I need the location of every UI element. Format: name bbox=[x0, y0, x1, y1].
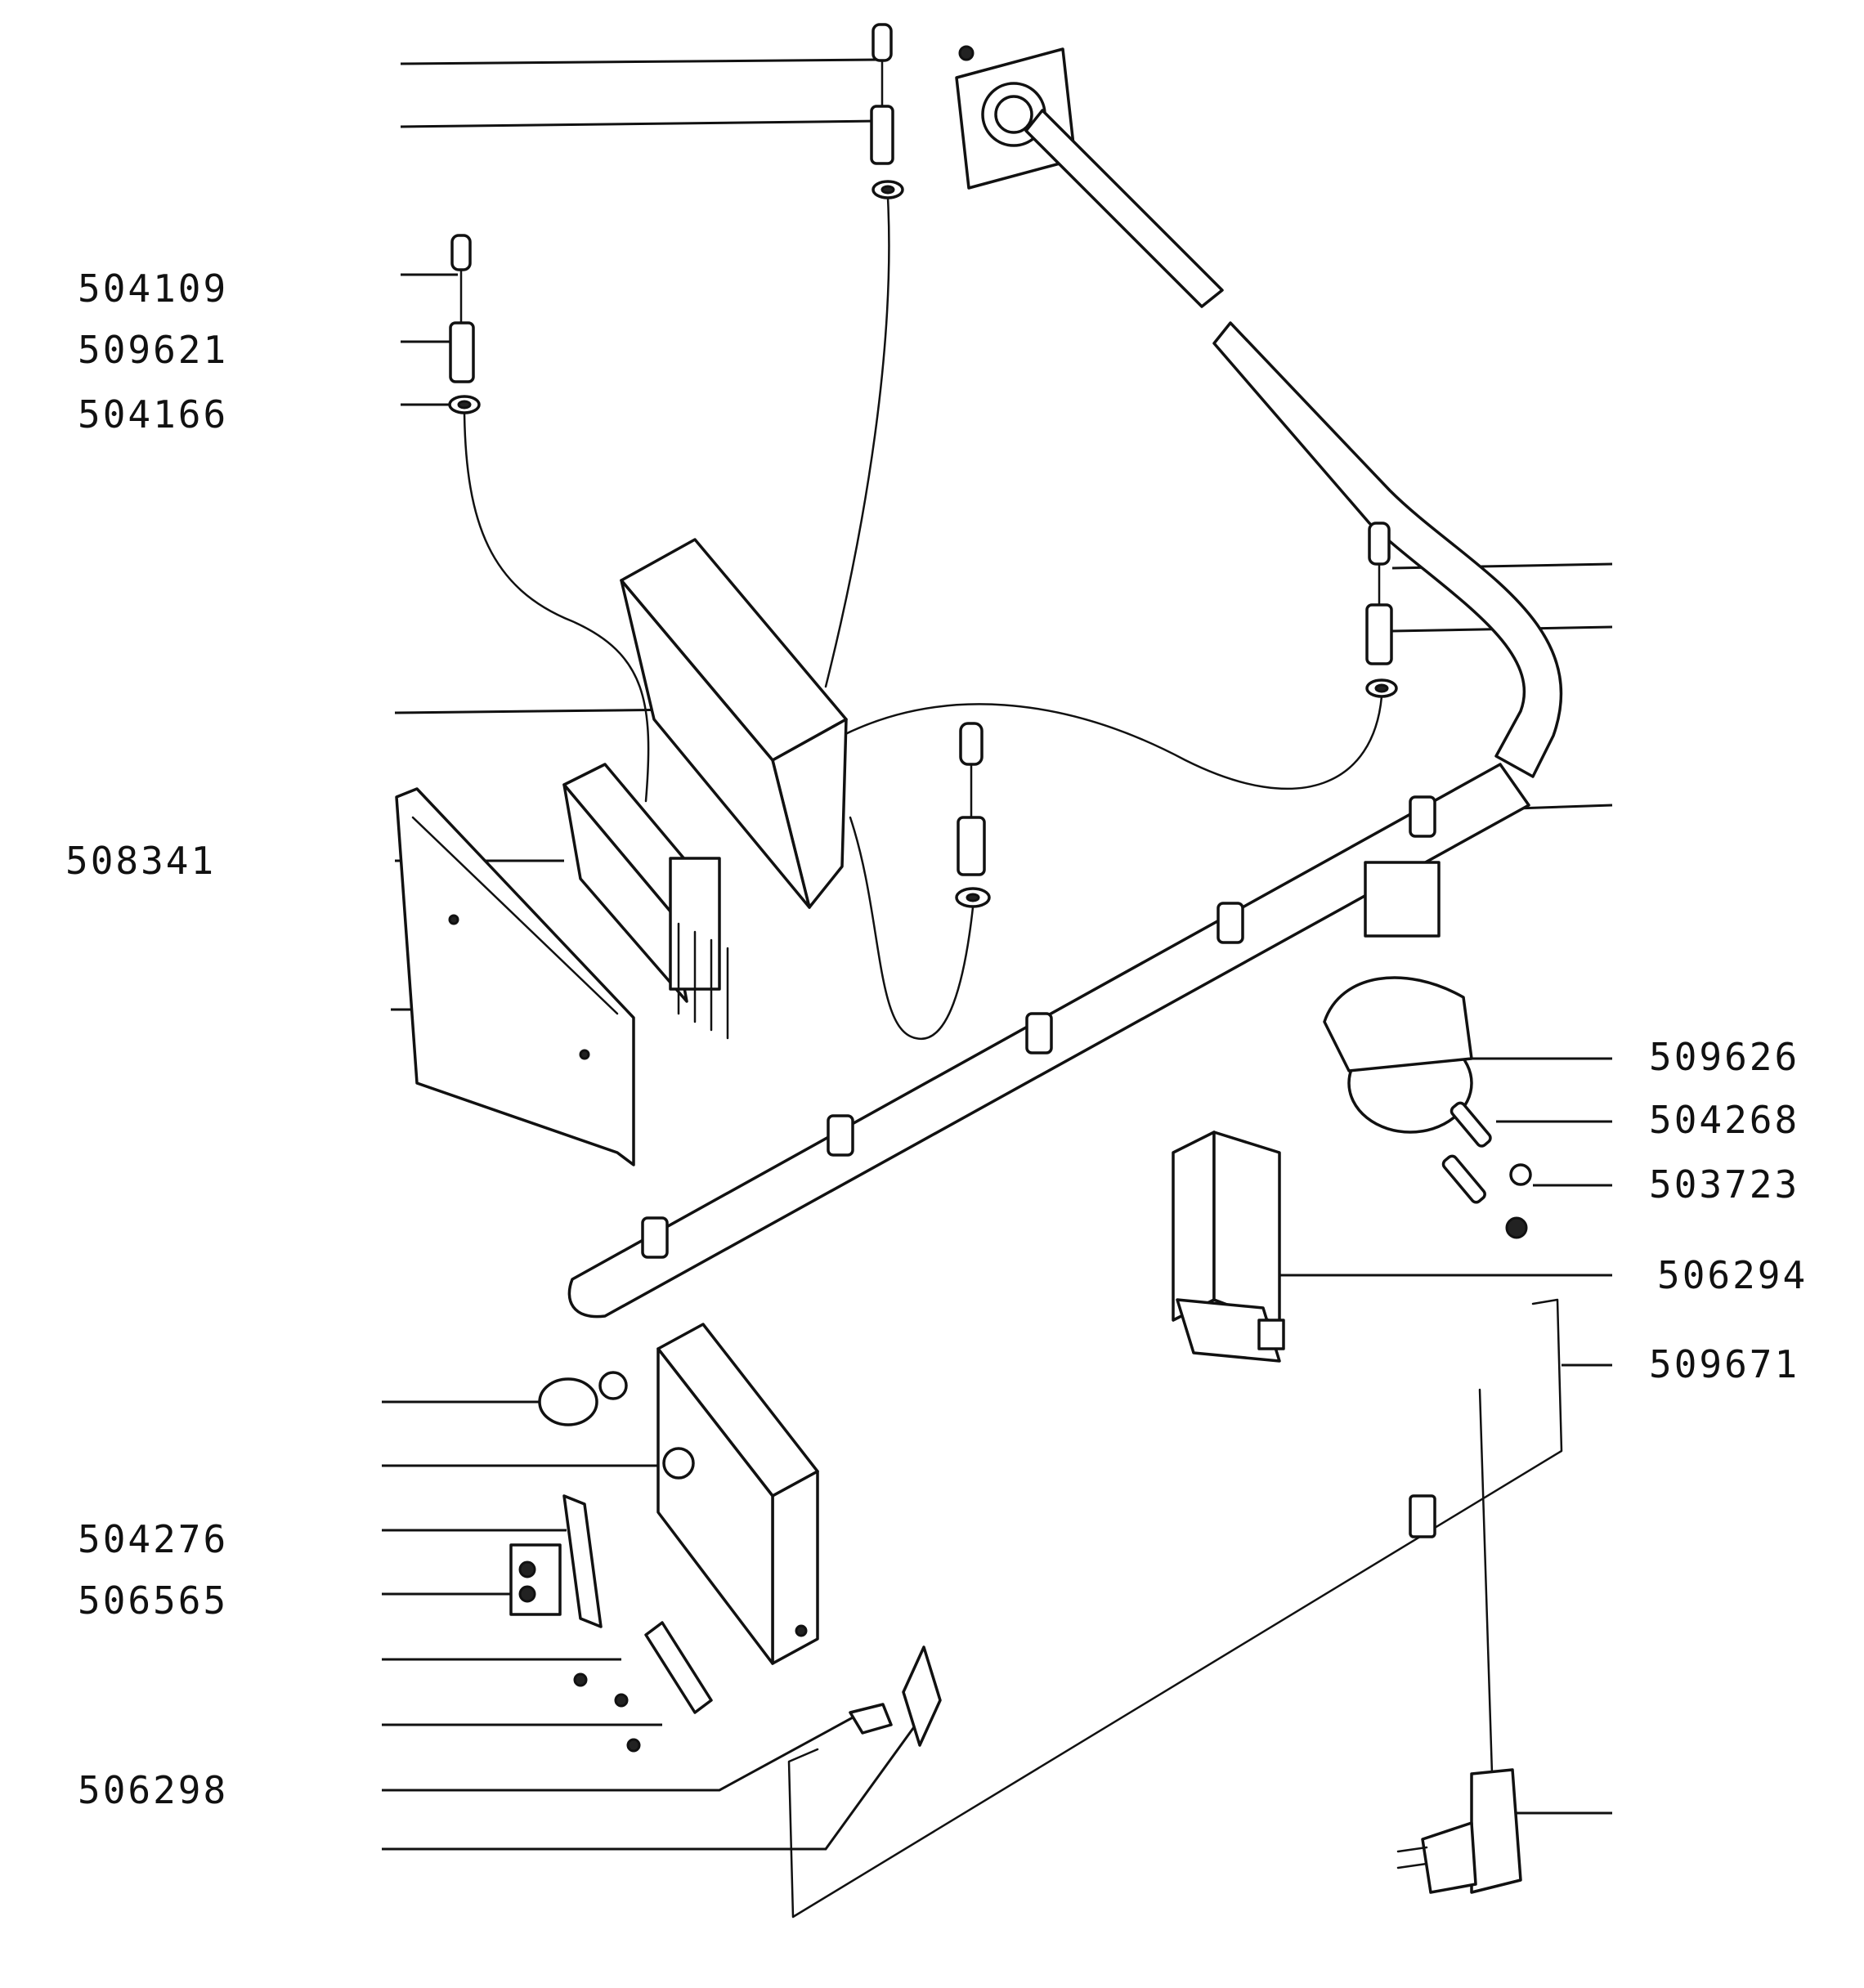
cap-and-small-parts bbox=[1323, 976, 1532, 1239]
power-cord-plug bbox=[1396, 1388, 1522, 1894]
part-label-506298: 506298 bbox=[78, 1768, 229, 1812]
leader-lines-left bbox=[382, 58, 917, 1851]
leader-lines-right bbox=[1267, 562, 1613, 1815]
thermocouple-right bbox=[840, 522, 1398, 790]
part-label-504109: 504109 bbox=[78, 266, 229, 311]
gas-inlet-pipe bbox=[955, 45, 1563, 778]
burner-jets bbox=[641, 795, 1436, 1259]
part-label-504276: 504276 bbox=[78, 1517, 229, 1561]
upper-bracket bbox=[620, 538, 848, 909]
thermocouple-left bbox=[448, 234, 650, 803]
part-label-504268: 504268 bbox=[1649, 1098, 1800, 1142]
part-label-503723: 503723 bbox=[1649, 1162, 1800, 1207]
part-label-504166: 504166 bbox=[78, 392, 229, 437]
lower-enclosure bbox=[656, 1323, 819, 1665]
part-label-509621: 509621 bbox=[78, 328, 229, 372]
linkage-rod bbox=[787, 1298, 1563, 1919]
lower-small-parts bbox=[509, 1371, 713, 1753]
part-label-508341: 508341 bbox=[65, 839, 217, 883]
burner-bar bbox=[567, 763, 1530, 1319]
part-label-509671: 509671 bbox=[1649, 1342, 1800, 1386]
valve-block bbox=[562, 763, 729, 1040]
mounting-plate bbox=[395, 787, 635, 1166]
part-label-506294: 506294 bbox=[1657, 1253, 1808, 1297]
thermocouple-middle bbox=[849, 722, 991, 1041]
thermocouple-top bbox=[824, 23, 904, 688]
switch-bracket bbox=[1172, 1131, 1285, 1363]
part-label-506565: 506565 bbox=[78, 1578, 229, 1623]
part-label-509626: 509626 bbox=[1649, 1035, 1800, 1079]
